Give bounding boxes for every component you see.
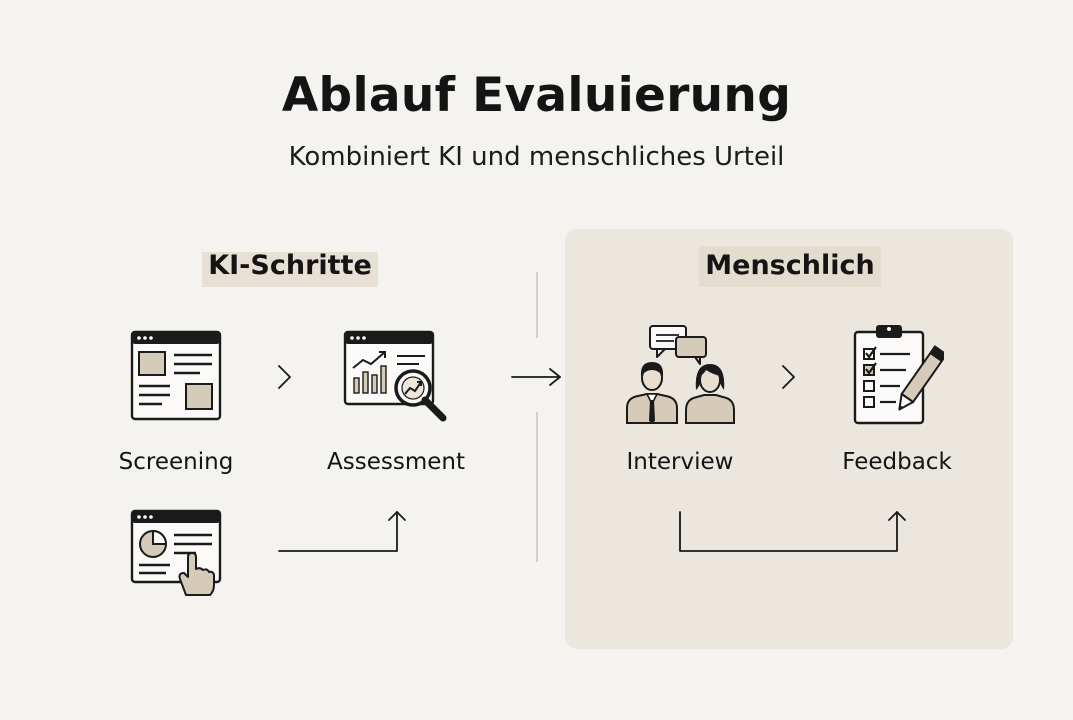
ki-group-heading: KI-Schritte bbox=[190, 246, 390, 287]
arrow-right-icon bbox=[511, 368, 561, 386]
ki-group-heading-text: KI-Schritte bbox=[202, 246, 378, 287]
chart-magnifier-icon bbox=[343, 330, 451, 426]
step-label-interview: Interview bbox=[626, 449, 734, 475]
human-group-heading-text: Menschlich bbox=[699, 246, 881, 287]
return-arrow-ki bbox=[278, 511, 406, 552]
page-title: Ablauf Evaluierung bbox=[281, 68, 792, 123]
return-arrow-human bbox=[679, 511, 906, 552]
clipboard-checklist-icon bbox=[852, 322, 944, 426]
step-label-screening: Screening bbox=[118, 449, 234, 475]
chevron-right-icon bbox=[782, 365, 795, 389]
human-group-heading: Menschlich bbox=[670, 246, 910, 287]
step-label-assessment: Assessment bbox=[327, 449, 465, 475]
page-subtitle: Kombiniert KI und menschliches Urteil bbox=[288, 142, 785, 172]
people-chat-icon bbox=[624, 324, 736, 424]
human-panel bbox=[565, 229, 1013, 649]
browser-layout-icon bbox=[130, 330, 222, 422]
step-label-feedback: Feedback bbox=[842, 449, 952, 475]
chevron-right-icon bbox=[278, 365, 291, 389]
browser-pie-pointer-icon bbox=[130, 509, 222, 599]
